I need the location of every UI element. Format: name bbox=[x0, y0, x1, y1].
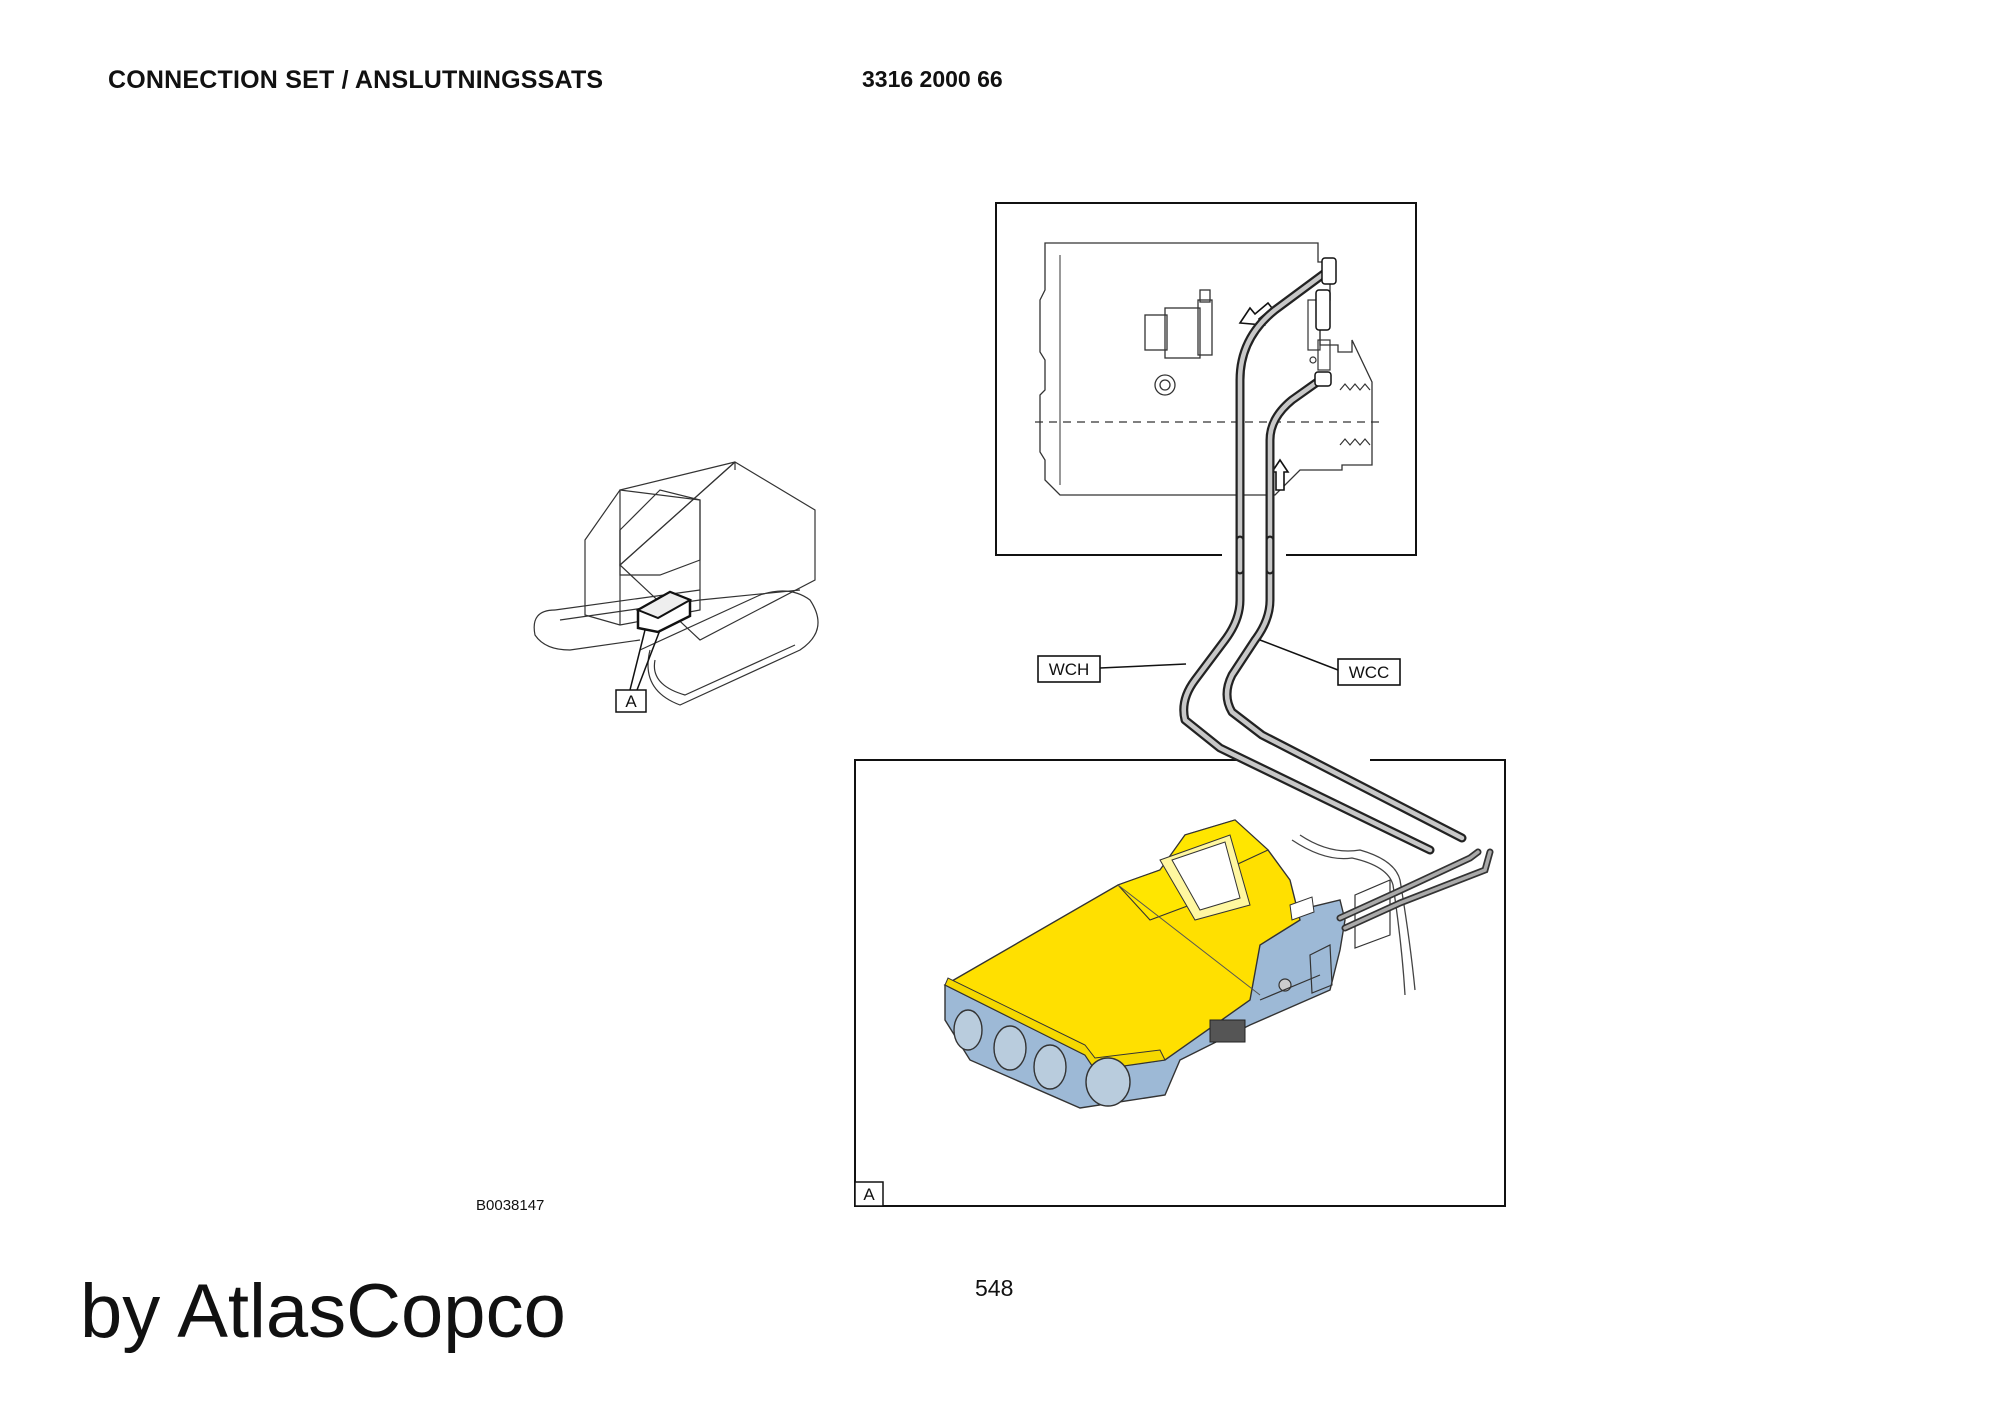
unit-detail-panel bbox=[854, 754, 1506, 1207]
engine-detail-panel bbox=[995, 202, 1417, 556]
svg-text:A: A bbox=[863, 1185, 875, 1204]
svg-text:WCH: WCH bbox=[1049, 660, 1090, 679]
unit-location-marker bbox=[629, 590, 693, 691]
svg-text:WCC: WCC bbox=[1349, 663, 1390, 682]
svg-text:A: A bbox=[625, 692, 637, 711]
page-title: CONNECTION SET / ANSLUTNINGSSATS bbox=[108, 66, 604, 94]
vent-icons bbox=[953, 1009, 1131, 1107]
label-wch: WCH bbox=[1037, 655, 1187, 683]
hose-wcc bbox=[1222, 373, 1467, 843]
brand-watermark: by AtlasCopco bbox=[80, 1269, 566, 1354]
part-number: 3316 2000 66 bbox=[862, 66, 1003, 92]
excavator-sketch bbox=[533, 461, 819, 706]
label-wcc: WCC bbox=[1259, 639, 1401, 686]
hose-wch bbox=[1179, 265, 1435, 855]
page-number: 548 bbox=[975, 1275, 1014, 1301]
callout-a-detail: A bbox=[854, 1181, 884, 1207]
figure-reference: B0038147 bbox=[476, 1197, 545, 1214]
callout-a-machine: A bbox=[615, 689, 647, 713]
hose-fittings bbox=[1314, 257, 1337, 387]
